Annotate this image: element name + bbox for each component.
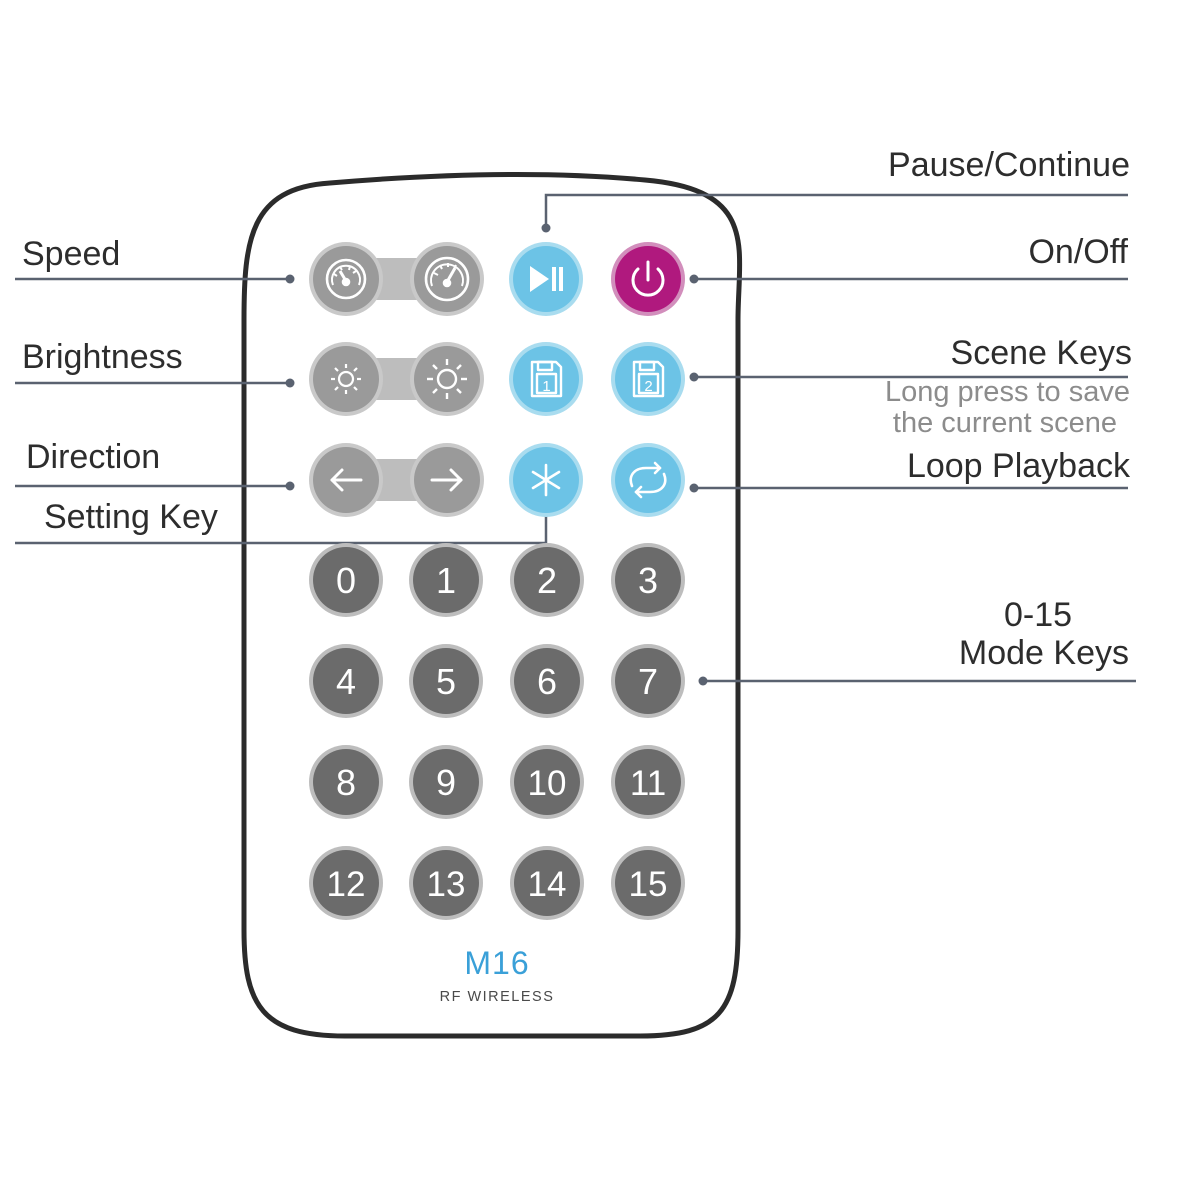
mode-key-label: 14: [528, 865, 567, 904]
brand-model: M16: [464, 945, 529, 981]
pause-continue-button[interactable]: [509, 242, 583, 316]
label-mode-line-2: Mode Keys: [959, 634, 1129, 672]
label-on-off: On/Off: [1028, 233, 1128, 271]
scene-key-1-number: 1: [542, 378, 550, 395]
mode-key-face: [514, 648, 580, 714]
mode-key-face: [514, 547, 580, 613]
scene-key-2-number: 2: [644, 378, 652, 395]
label-scene-sub-1: Long press to save: [885, 376, 1130, 408]
label-mode-line-1: 0-15: [1004, 596, 1072, 634]
label-brightness: Brightness: [22, 338, 183, 376]
mode-key-face: [413, 648, 479, 714]
mode-key-0-button[interactable]: 0: [309, 543, 383, 617]
mode-key-face: [615, 547, 681, 613]
mode-key-label: 9: [436, 762, 456, 803]
mode-key-7-button[interactable]: 7: [611, 644, 685, 718]
brand-subtitle: RF WIRELESS: [440, 989, 555, 1005]
mode-key-label: 5: [436, 661, 456, 702]
mode-key-face: [313, 749, 379, 815]
asterisk-icon: [531, 463, 561, 497]
mode-key-1-button[interactable]: 1: [409, 543, 483, 617]
brightness-down-button[interactable]: [331, 364, 361, 394]
label-scene-keys: Scene Keys: [951, 334, 1132, 372]
label-setting-key: Setting Key: [44, 498, 218, 536]
direction-right-button[interactable]: [430, 468, 463, 492]
mode-key-9-button[interactable]: 9: [409, 745, 483, 819]
mode-key-face: [313, 850, 379, 916]
mode-key-face: [413, 547, 479, 613]
mode-key-face: [615, 648, 681, 714]
mode-key-face: [514, 850, 580, 916]
mode-key-label: 13: [427, 865, 466, 904]
label-direction: Direction: [26, 438, 160, 476]
mode-key-label: 15: [629, 865, 668, 904]
brightness-up-button[interactable]: [427, 359, 467, 399]
power-button[interactable]: [611, 242, 685, 316]
mode-key-6-button[interactable]: 6: [510, 644, 584, 718]
mode-key-face: [313, 547, 379, 613]
sun-icon: [427, 359, 467, 399]
mode-key-label: 10: [528, 764, 567, 803]
speedometer-icon: [325, 258, 367, 300]
mode-key-label: 1: [436, 560, 456, 601]
play-pause-icon: [530, 266, 563, 292]
mode-key-face: [615, 749, 681, 815]
label-scene-sub-2: the current scene: [893, 407, 1117, 439]
mode-key-11-button[interactable]: 11: [611, 745, 685, 819]
scene-key-2-button[interactable]: 2: [611, 342, 685, 416]
loop-playback-button[interactable]: [611, 443, 685, 517]
mode-key-face: [413, 749, 479, 815]
loop-icon: [629, 461, 667, 499]
label-speed: Speed: [22, 235, 120, 273]
mode-key-15-button[interactable]: 15: [611, 846, 685, 920]
power-icon: [631, 260, 665, 297]
speed-up-button[interactable]: [424, 256, 470, 302]
mode-key-label: 0: [336, 560, 356, 601]
mode-key-2-button[interactable]: 2: [510, 543, 584, 617]
mode-key-label: 6: [537, 661, 557, 702]
mode-key-8-button[interactable]: 8: [309, 745, 383, 819]
mode-key-label: 7: [638, 661, 658, 702]
mode-key-face: [514, 749, 580, 815]
mode-key-face: [413, 850, 479, 916]
arrow-left-icon: [330, 468, 363, 492]
mode-key-10-button[interactable]: 10: [510, 745, 584, 819]
mode-key-face: [615, 850, 681, 916]
mode-key-label: 11: [630, 764, 666, 803]
mode-key-14-button[interactable]: 14: [510, 846, 584, 920]
label-pause-continue: Pause/Continue: [888, 146, 1130, 184]
mode-key-12-button[interactable]: 12: [309, 846, 383, 920]
arrow-right-icon: [430, 468, 463, 492]
mode-key-13-button[interactable]: 13: [409, 846, 483, 920]
setting-button[interactable]: [509, 443, 583, 517]
label-loop-playback: Loop Playback: [907, 447, 1131, 485]
direction-left-button[interactable]: [330, 468, 363, 492]
mode-key-face: [313, 648, 379, 714]
sun-icon: [331, 364, 361, 394]
mode-key-5-button[interactable]: 5: [409, 644, 483, 718]
mode-key-label: 2: [537, 560, 557, 601]
mode-key-label: 4: [336, 661, 356, 702]
scene-key-1-button[interactable]: 1: [509, 342, 583, 416]
mode-key-label: 12: [327, 865, 366, 904]
mode-key-label: 8: [336, 762, 356, 803]
mode-key-label: 3: [638, 560, 658, 601]
mode-key-3-button[interactable]: 3: [611, 543, 685, 617]
mode-key-4-button[interactable]: 4: [309, 644, 383, 718]
floppy-disk-icon: [530, 360, 563, 398]
speedometer-icon: [424, 256, 470, 302]
floppy-disk-icon: [632, 360, 665, 398]
speed-down-button[interactable]: [325, 258, 367, 300]
leader-lines: [15, 193, 1136, 683]
